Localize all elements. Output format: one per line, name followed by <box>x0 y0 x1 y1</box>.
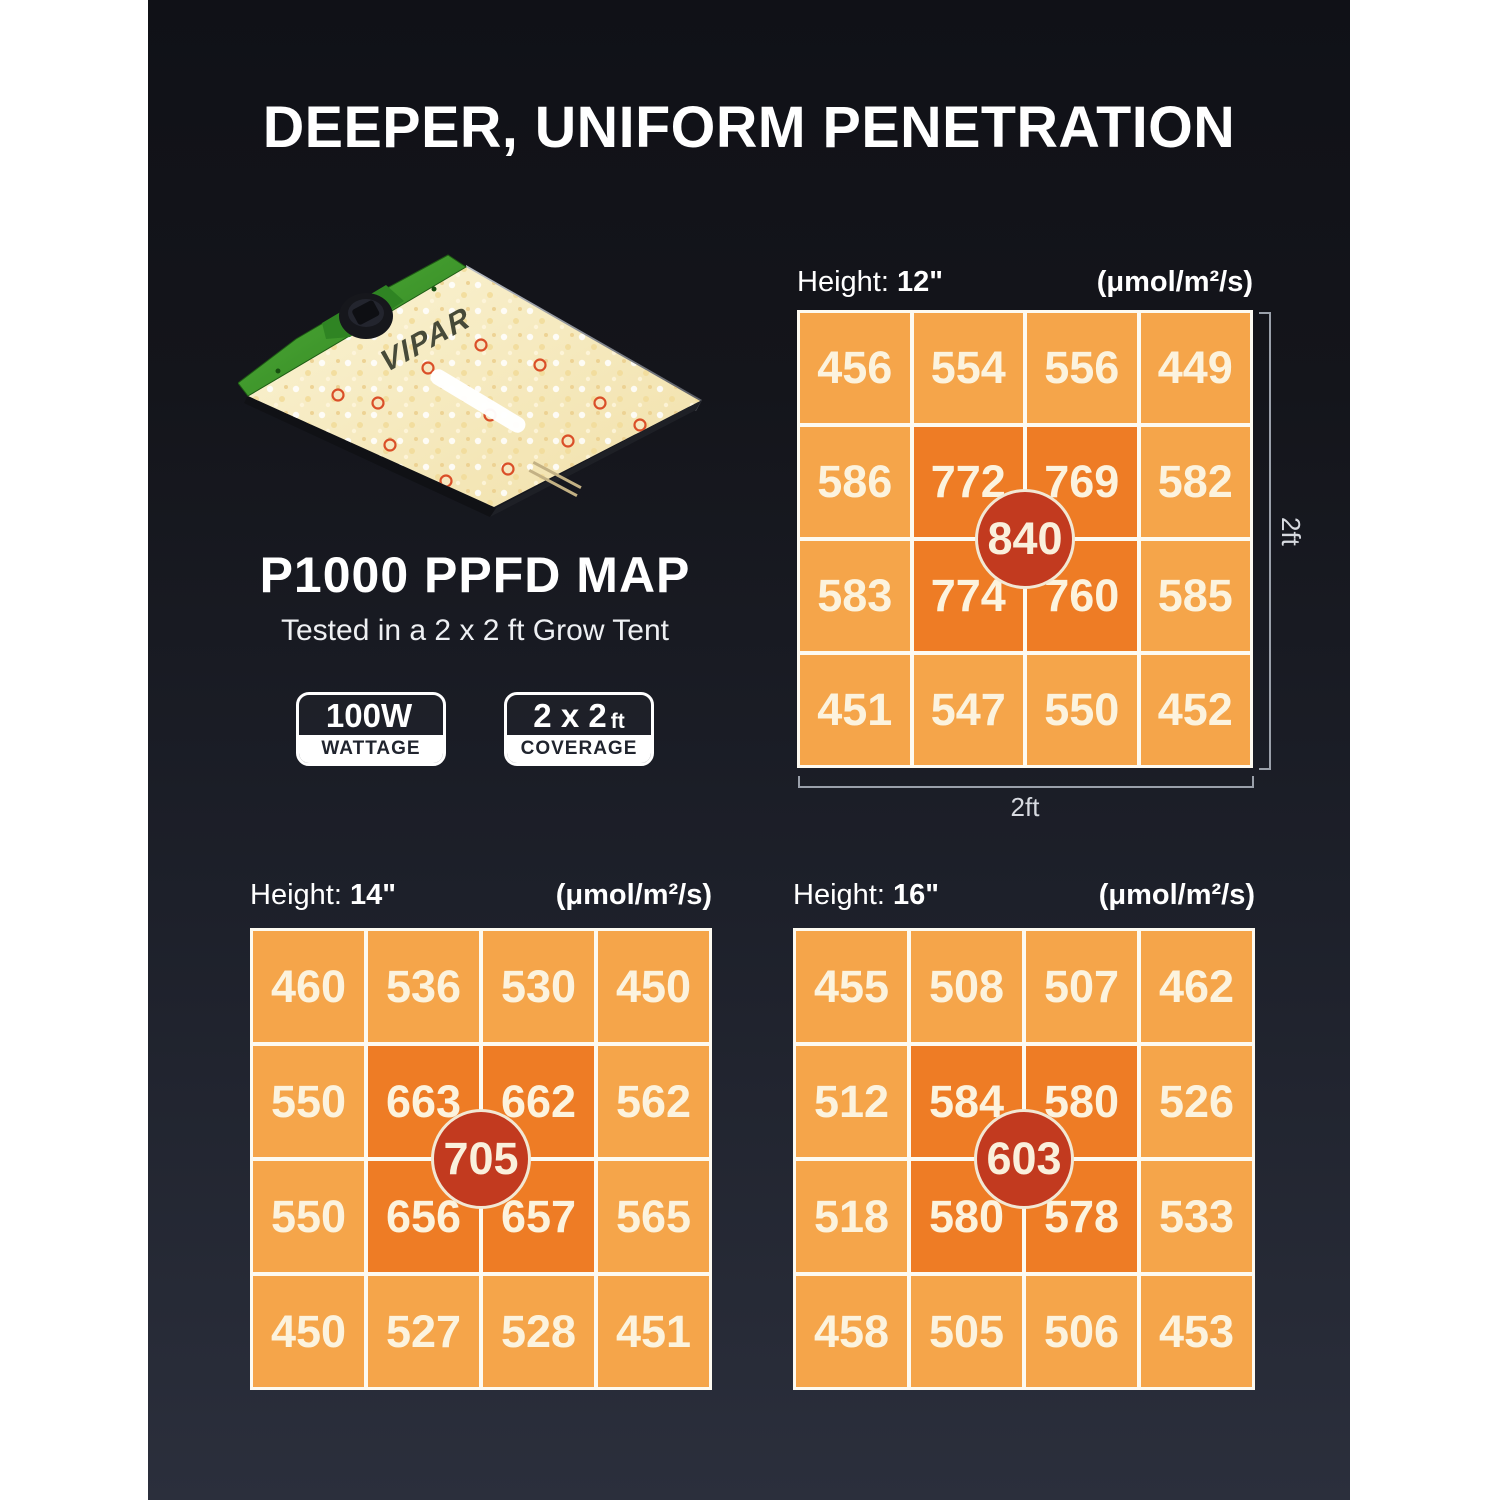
map-unit-label: (μmol/m²/s) <box>1098 879 1255 911</box>
ppfd-cell: 580 <box>911 1161 1022 1272</box>
ppfd-cell: 453 <box>1141 1276 1252 1387</box>
ppfd-cell: 450 <box>253 1276 364 1387</box>
ppfd-cell: 451 <box>598 1276 709 1387</box>
ppfd-cell: 507 <box>1026 931 1137 1042</box>
badge-value: 100W <box>325 696 413 734</box>
map-height-label: Height: <box>797 266 889 298</box>
ppfd-cell: 536 <box>368 931 479 1042</box>
ppfd-cell: 460 <box>253 931 364 1042</box>
spec-badges: 100W WATTAGE 2 x 2 ft COVERAGE <box>240 692 710 766</box>
x-axis-label: 2ft <box>1010 792 1040 822</box>
map-height-label: Height: <box>793 879 885 911</box>
ppfd-cell: 527 <box>368 1276 479 1387</box>
ppfd-cell: 449 <box>1140 313 1250 423</box>
spec-print <box>528 461 582 498</box>
ppfd-cell: 451 <box>800 655 910 765</box>
ppfd-cell: 533 <box>1141 1161 1252 1272</box>
ppfd-cell: 452 <box>1140 655 1250 765</box>
map-header: Height: 16" (μmol/m²/s) <box>793 879 1255 911</box>
ppfd-cell: 528 <box>483 1276 594 1387</box>
ppfd-cell: 556 <box>1027 313 1137 423</box>
map-height-label: Height: <box>250 879 342 911</box>
ppfd-cell: 582 <box>1140 427 1250 537</box>
ppfd-cell: 554 <box>913 313 1023 423</box>
ppfd-cell: 450 <box>598 931 709 1042</box>
ppfd-cell: 656 <box>368 1161 479 1272</box>
map-header: Height: 14" (μmol/m²/s) <box>250 879 712 911</box>
ppfd-cell: 506 <box>1026 1276 1137 1387</box>
center-ppfd-value: 603 <box>974 1109 1074 1209</box>
badge-unit: ft <box>610 710 625 733</box>
dimmer-knob-icon <box>339 293 393 339</box>
ppfd-cell: 550 <box>1027 655 1137 765</box>
ppfd-cell: 505 <box>911 1276 1022 1387</box>
coverage-badge: 2 x 2 ft COVERAGE <box>504 692 654 766</box>
infographic-canvas: DEEPER, UNIFORM PENETRATION <box>148 0 1350 1500</box>
y-axis-label: 2ft <box>1276 517 1306 546</box>
product-subtitle: Tested in a 2 x 2 ft Grow Tent <box>281 614 669 647</box>
ppfd-cell: 458 <box>796 1276 907 1387</box>
glare-streak <box>430 369 526 433</box>
badge-value: 2 x 2 <box>533 696 607 734</box>
ppfd-cell: 455 <box>796 931 907 1042</box>
map-unit-label: (μmol/m²/s) <box>555 879 712 911</box>
map-height-value: 12" <box>896 266 943 298</box>
product-title: P1000 PPFD MAP <box>259 547 691 603</box>
center-ppfd-value: 705 <box>431 1109 531 1209</box>
ppfd-cell: 585 <box>1140 541 1250 651</box>
ppfd-cell: 512 <box>796 1046 907 1157</box>
ppfd-cell: 584 <box>911 1046 1022 1157</box>
badge-label: WATTAGE <box>299 735 443 763</box>
ppfd-cell: 586 <box>800 427 910 537</box>
x-axis-bracket <box>798 776 1254 788</box>
ppfd-cell: 456 <box>800 313 910 423</box>
product-image: VIPAR <box>238 254 702 517</box>
ppfd-cell: 550 <box>253 1046 364 1157</box>
ppfd-cell: 562 <box>598 1046 709 1157</box>
ppfd-cell: 550 <box>253 1161 364 1272</box>
ppfd-cell: 565 <box>598 1161 709 1272</box>
ppfd-cell: 583 <box>800 541 910 651</box>
page-title: DEEPER, UNIFORM PENETRATION <box>262 95 1236 160</box>
ppfd-cell: 508 <box>911 931 1022 1042</box>
ppfd-cell: 526 <box>1141 1046 1252 1157</box>
map-height-value: 16" <box>892 879 939 911</box>
map-height-value: 14" <box>349 879 396 911</box>
ppfd-cell: 518 <box>796 1161 907 1272</box>
badge-label: COVERAGE <box>507 735 651 763</box>
y-axis-bracket <box>1259 312 1271 770</box>
map-header: Height: 12" (μmol/m²/s) <box>797 266 1253 298</box>
ppfd-cell: 663 <box>368 1046 479 1157</box>
map-unit-label: (μmol/m²/s) <box>1096 266 1253 298</box>
center-ppfd-value: 840 <box>975 489 1075 589</box>
ppfd-cell: 547 <box>913 655 1023 765</box>
ppfd-cell: 462 <box>1141 931 1252 1042</box>
wattage-badge: 100W WATTAGE <box>296 692 446 766</box>
ppfd-cell: 530 <box>483 931 594 1042</box>
